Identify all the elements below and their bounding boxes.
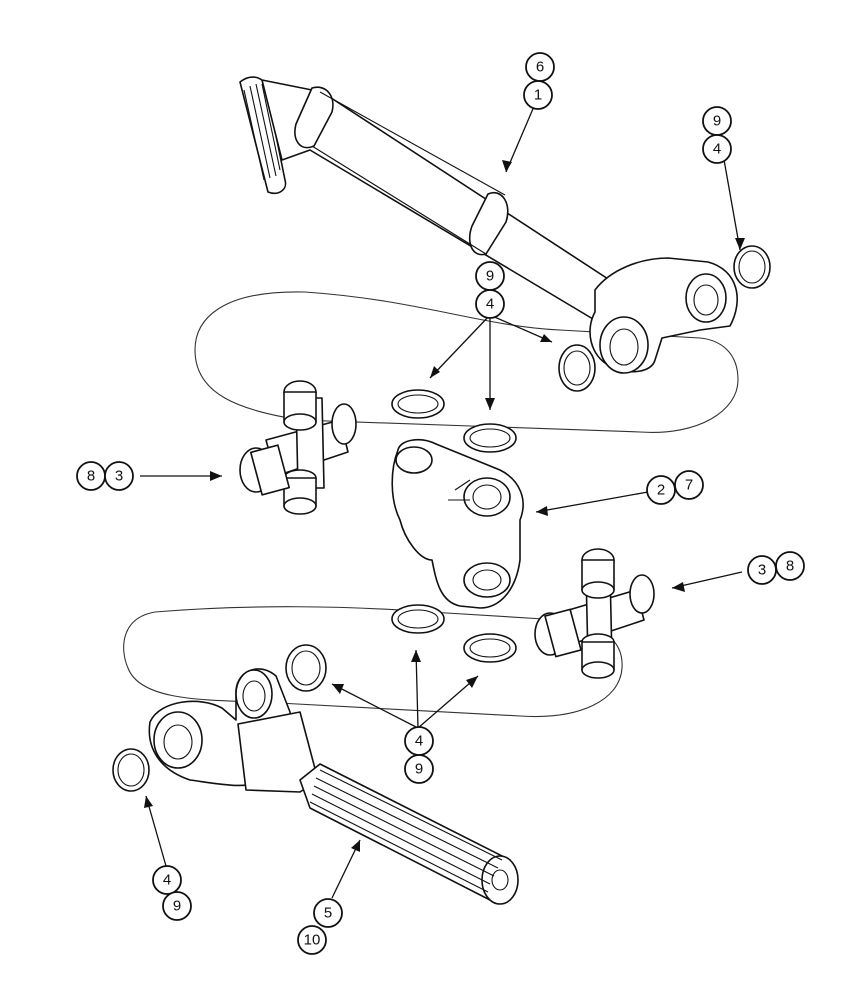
callout-label: 10 bbox=[304, 932, 321, 949]
callout-9-bottom-left: 9 bbox=[162, 891, 192, 921]
callout-label: 8 bbox=[786, 558, 794, 575]
center-yoke bbox=[391, 438, 524, 609]
cross-bearing-right bbox=[534, 548, 655, 679]
callout-label: 1 bbox=[534, 87, 542, 104]
snap-ring-h bbox=[112, 748, 150, 792]
callout-3-left: 3 bbox=[104, 461, 134, 491]
callout-8-right: 8 bbox=[775, 551, 805, 581]
snap-ring-c bbox=[391, 389, 445, 419]
snap-ring-a bbox=[733, 245, 771, 289]
snap-ring-d bbox=[463, 423, 517, 453]
snap-ring-g bbox=[285, 644, 327, 692]
callout-label: 3 bbox=[758, 562, 766, 579]
callout-4-bottom-left: 4 bbox=[152, 865, 182, 895]
callout-label: 4 bbox=[163, 872, 171, 889]
callout-9-top-right: 9 bbox=[702, 106, 732, 136]
callout-label: 7 bbox=[685, 477, 693, 494]
callout-4-lower-center: 4 bbox=[404, 726, 434, 756]
cross-bearing-left bbox=[239, 380, 357, 515]
callout-10: 10 bbox=[297, 925, 327, 955]
callout-label: 4 bbox=[486, 296, 494, 313]
callout-label: 4 bbox=[415, 733, 423, 750]
callout-4-upper-center: 4 bbox=[475, 289, 505, 319]
callout-label: 9 bbox=[415, 761, 423, 778]
callout-label: 3 bbox=[115, 468, 123, 485]
callout-5: 5 bbox=[313, 898, 343, 928]
callout-label: 9 bbox=[486, 268, 494, 285]
callout-2: 2 bbox=[646, 475, 676, 505]
upper-yoke bbox=[589, 257, 738, 374]
callout-label: 9 bbox=[173, 898, 181, 915]
callout-8-left: 8 bbox=[76, 461, 106, 491]
callout-label: 6 bbox=[536, 59, 544, 76]
upper-shaft bbox=[239, 76, 629, 323]
callout-9-lower-center: 9 bbox=[404, 754, 434, 784]
upper-assembly-outline bbox=[194, 291, 739, 433]
callout-3-right: 3 bbox=[747, 555, 777, 585]
lower-assembly-outline bbox=[123, 606, 623, 718]
callout-label: 5 bbox=[324, 905, 332, 922]
callout-label: 8 bbox=[87, 468, 95, 485]
callout-4-top-right: 4 bbox=[702, 134, 732, 164]
leader-lines bbox=[140, 96, 745, 899]
callout-7: 7 bbox=[674, 470, 704, 500]
snap-ring-e bbox=[391, 604, 445, 634]
callout-6-top: 6 bbox=[525, 52, 555, 82]
snap-ring-f bbox=[463, 633, 517, 663]
lower-shaft bbox=[148, 668, 519, 905]
callout-label: 9 bbox=[713, 113, 721, 130]
callout-label: 2 bbox=[657, 482, 665, 499]
callout-1: 1 bbox=[523, 80, 553, 110]
snap-ring-b bbox=[558, 344, 596, 392]
callout-9-upper-center: 9 bbox=[475, 261, 505, 291]
callout-label: 4 bbox=[713, 141, 721, 158]
